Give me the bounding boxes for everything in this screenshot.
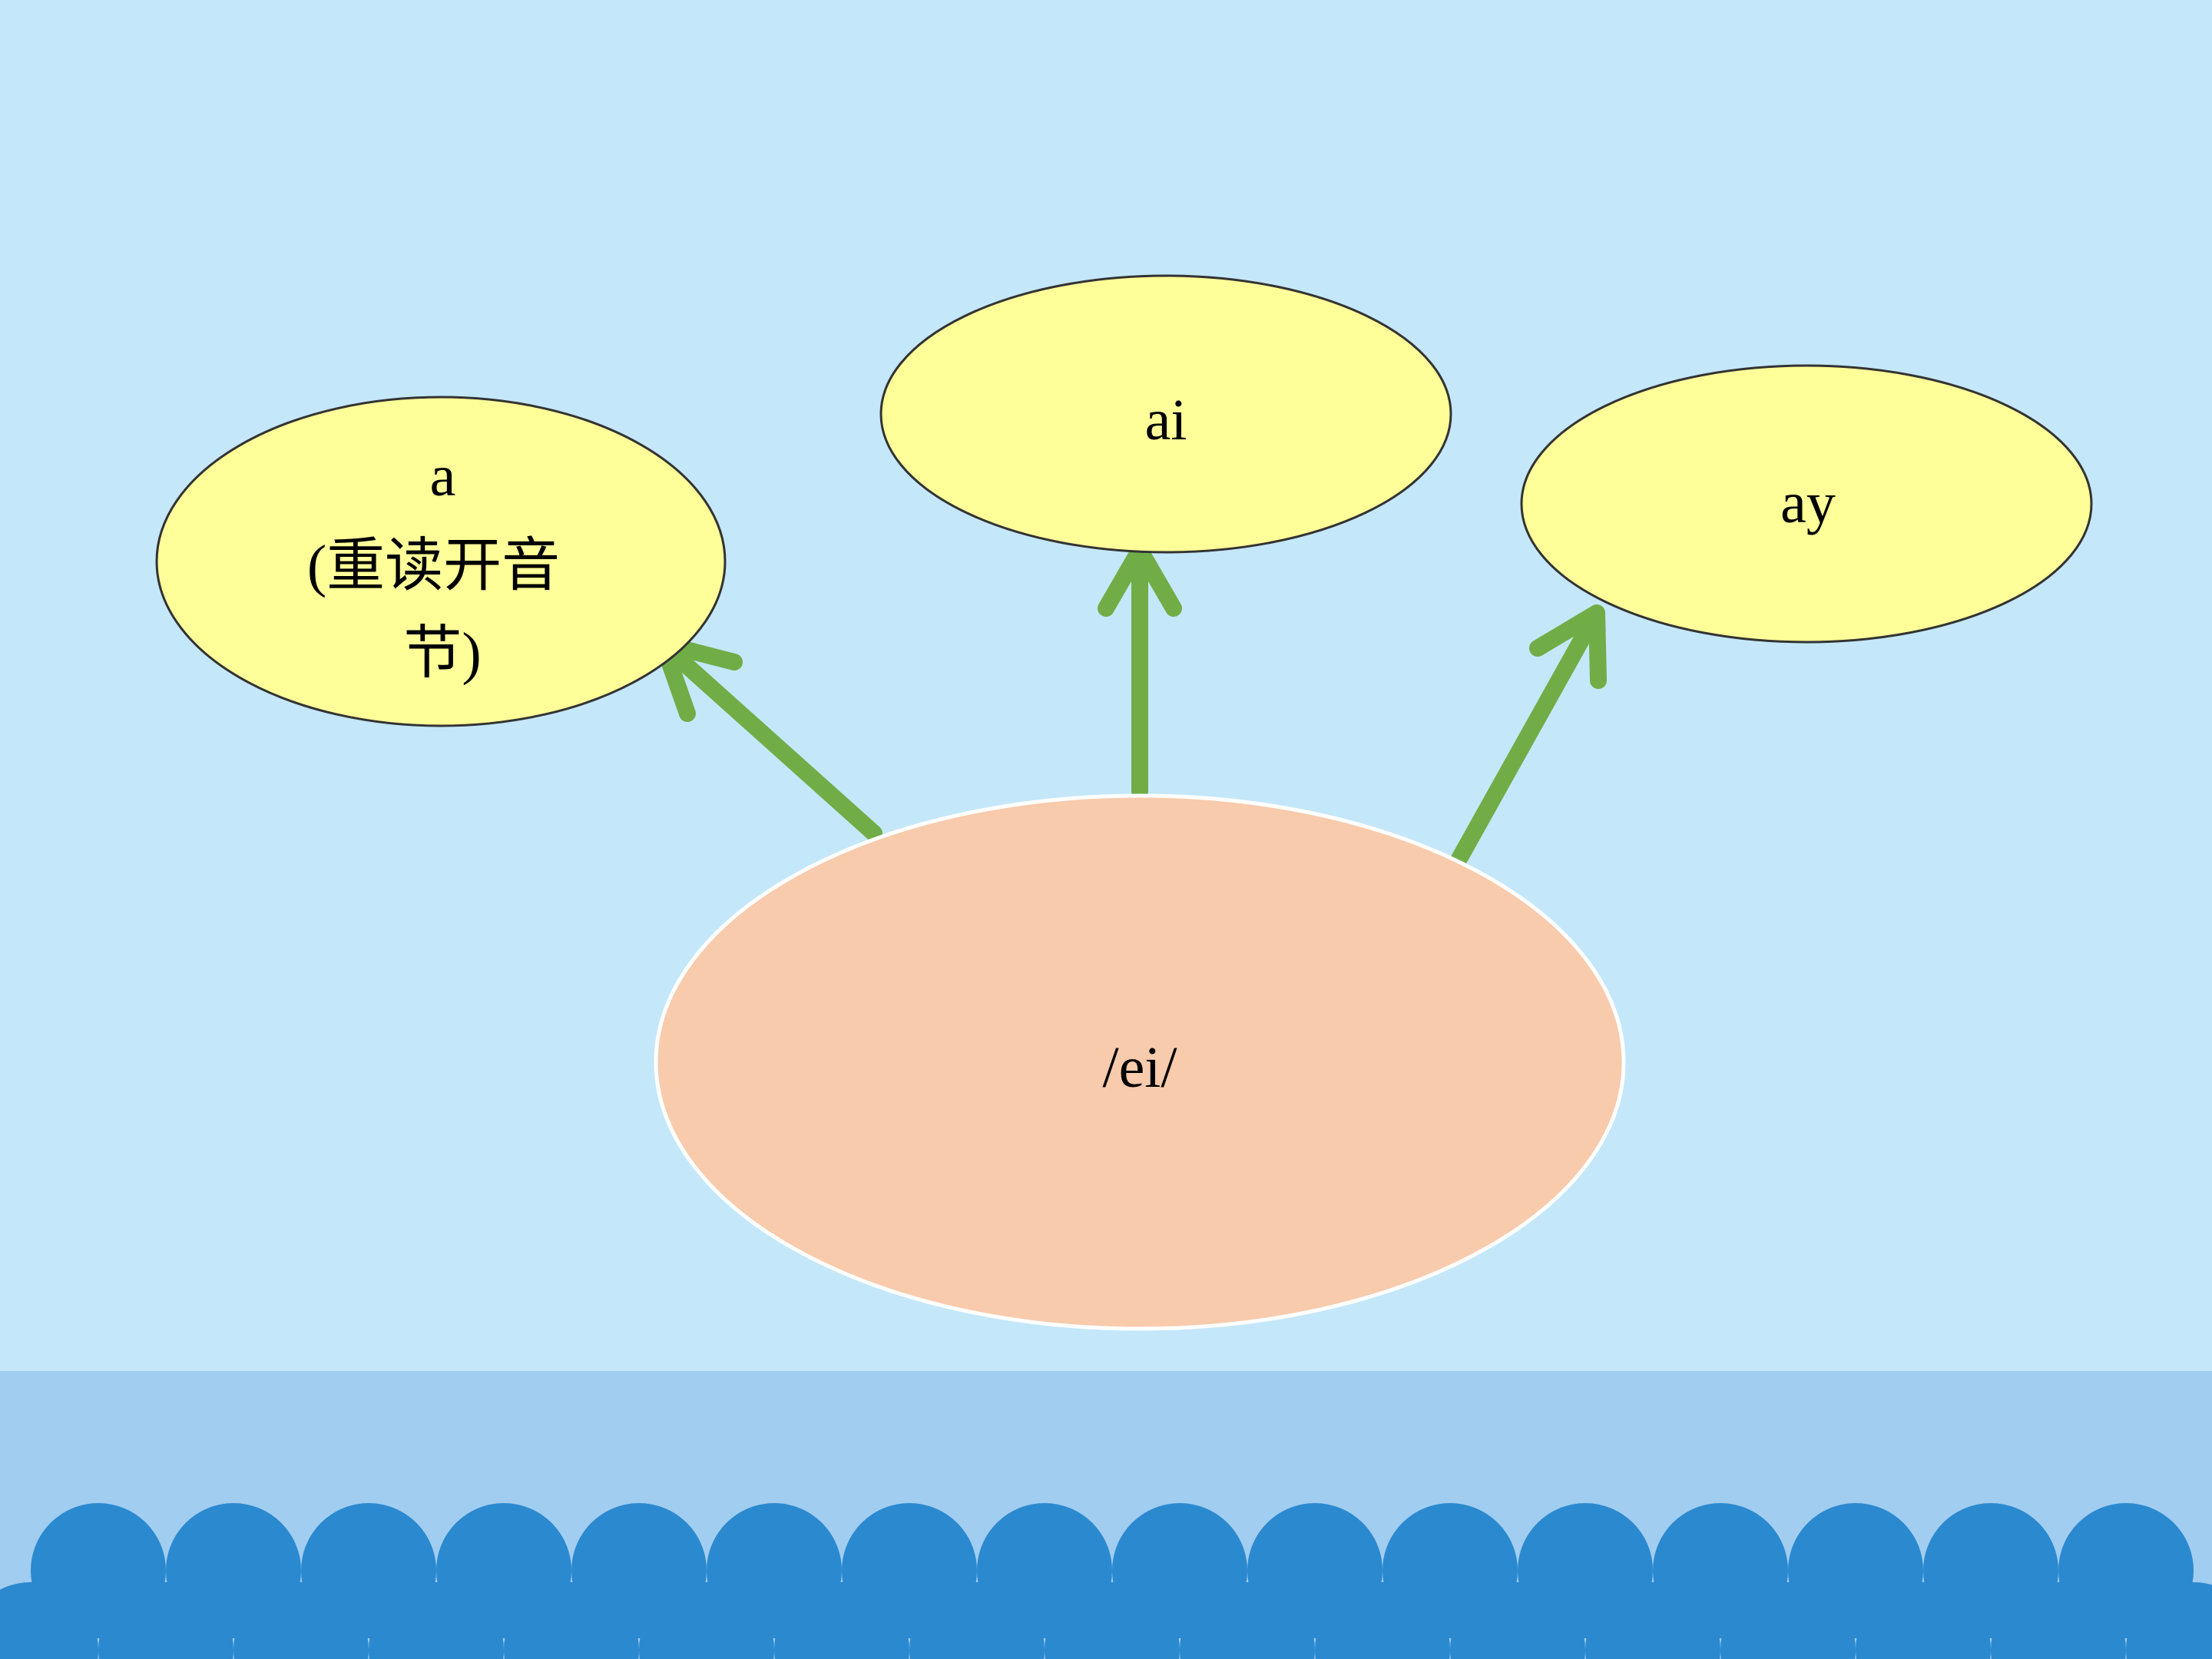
- svg-text:ay: ay: [1780, 471, 1836, 535]
- wave-scallop: [2126, 1582, 2212, 1659]
- node-a-label-line-1: a: [430, 444, 456, 508]
- node-ai-label: ai: [1145, 388, 1187, 452]
- wave-scallop: [1991, 1582, 2126, 1659]
- node-a: a (重读开音 节): [155, 396, 727, 727]
- node-ay: ay: [1520, 364, 2093, 644]
- arrow-to-ai: [1098, 541, 1182, 800]
- node-ay-label: ay: [1780, 471, 1836, 535]
- node-a-label-line-3: 节): [403, 621, 481, 686]
- node-ai: ai: [879, 274, 1452, 554]
- wave-scallop: [1045, 1582, 1180, 1659]
- wave-scallop: [98, 1582, 233, 1659]
- svg-text:a (重读开音 节): a (重读开音 节): [307, 444, 575, 686]
- wave-decoration: [0, 1503, 2212, 1659]
- wave-scallop: [1450, 1582, 1585, 1659]
- node-a-label-line-2: (重读开音: [307, 534, 560, 598]
- wave-scallop: [369, 1582, 504, 1659]
- node-ei-label: /ei/: [1102, 1035, 1177, 1100]
- arrow-to-ay: [1451, 604, 1607, 867]
- wave-scallop: [0, 1582, 98, 1659]
- wave-scallop: [639, 1582, 774, 1659]
- wave-scallop: [1856, 1582, 1991, 1659]
- svg-text:ai: ai: [1145, 388, 1187, 452]
- wave-scallop: [1315, 1582, 1450, 1659]
- arrow-to-a: [654, 635, 882, 842]
- wave-scallop: [774, 1582, 909, 1659]
- wave-scallop: [1585, 1582, 1720, 1659]
- wave-scallop: [1720, 1582, 1856, 1659]
- node-ei: /ei/: [654, 793, 1626, 1331]
- wave-scallop: [1180, 1582, 1315, 1659]
- svg-text:/ei/: /ei/: [1102, 1035, 1177, 1100]
- wave-scallop: [504, 1582, 639, 1659]
- wave-scallop: [909, 1582, 1045, 1659]
- wave-scallop: [233, 1582, 369, 1659]
